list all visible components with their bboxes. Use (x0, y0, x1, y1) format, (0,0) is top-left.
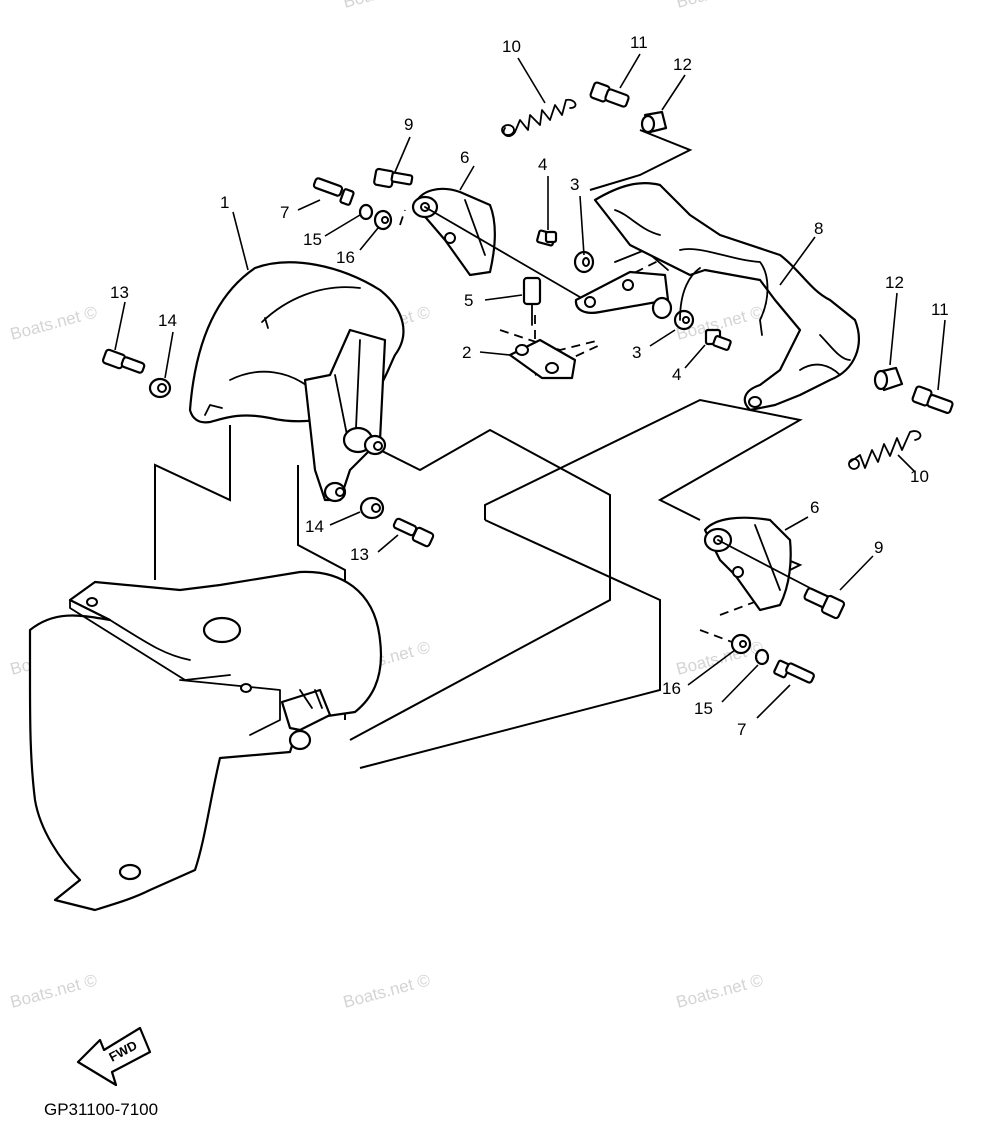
bracket-6-lower (703, 516, 811, 612)
callout-13: 13 (110, 283, 129, 302)
callout-5: 5 (464, 291, 473, 310)
bolt-4-upper (536, 229, 558, 247)
dashed-guides (399, 209, 761, 646)
bracket-2 (508, 338, 577, 380)
mount-bracket-left (303, 328, 387, 503)
callout-16: 16 (662, 679, 681, 698)
callout-10: 10 (910, 467, 929, 486)
callout-14: 14 (158, 311, 177, 330)
collar-3-mid (651, 296, 695, 331)
bolt-9-lower (803, 587, 846, 620)
bolt-13-center (392, 517, 435, 548)
bolt-11-right (911, 385, 954, 414)
fwd-arrow: FWD (76, 1026, 152, 1087)
callout-6: 6 (810, 498, 819, 517)
callout-2: 2 (462, 343, 471, 362)
watermark: Boats.net © (674, 970, 765, 1012)
collar-14-left (148, 377, 172, 399)
spring-10-upper (501, 98, 577, 137)
callout-3: 3 (570, 175, 579, 194)
callout-4: 4 (538, 155, 547, 174)
collar-3-upper (573, 250, 595, 274)
callout-7: 7 (280, 203, 289, 222)
callout-14: 14 (305, 517, 324, 536)
callout-15: 15 (694, 699, 713, 718)
washer-15-lower (754, 648, 770, 666)
callout-7: 7 (737, 720, 746, 739)
watermark: Boats.net © (8, 970, 99, 1012)
collar-12-upper (640, 110, 668, 134)
washer-15-upper (358, 203, 374, 221)
callout-6: 6 (460, 148, 469, 167)
callout-13: 13 (350, 545, 369, 564)
callout-16: 16 (336, 248, 355, 267)
callout-8: 8 (814, 219, 823, 238)
bolt-7-lower (773, 659, 815, 684)
collar-16-upper (373, 209, 393, 231)
watermark: Boats.net © (8, 302, 99, 344)
bolt-9-upper (373, 167, 414, 189)
callout-3: 3 (632, 343, 641, 362)
bolt-13-left (101, 348, 146, 374)
callout-labels: 1 2 3 3 4 4 5 6 6 7 7 8 9 9 10 10 11 11 … (110, 33, 949, 739)
watermark: Boats.net © (341, 970, 432, 1012)
callout-11: 11 (931, 300, 949, 319)
bolt-4-mid (704, 328, 732, 351)
watermark: Boats.net © (341, 0, 432, 12)
watermark: Boats.net © (674, 637, 765, 679)
bolt-7-upper (312, 177, 355, 206)
callout-10: 10 (502, 37, 521, 56)
callout-1: 1 (220, 193, 229, 212)
diagram-code: GP31100-7100 (44, 1100, 158, 1119)
bracket-6-upper (411, 187, 586, 301)
callout-9: 9 (404, 115, 413, 134)
bolt-11-upper (589, 81, 630, 108)
callout-11: 11 (630, 33, 648, 52)
collar-12-right (873, 366, 904, 392)
adjuster-5 (522, 276, 542, 326)
callout-9: 9 (874, 538, 883, 557)
watermark: Boats.net © (674, 0, 765, 12)
engine-housing (28, 570, 383, 912)
collar-16-lower (730, 633, 752, 655)
leader-lines (114, 53, 946, 719)
callout-12: 12 (673, 55, 692, 74)
spring-10-right (848, 430, 922, 470)
bracket-8 (593, 182, 860, 412)
callout-4: 4 (672, 365, 681, 384)
callout-15: 15 (303, 230, 322, 249)
collar-14-center (359, 496, 385, 520)
callout-12: 12 (885, 273, 904, 292)
